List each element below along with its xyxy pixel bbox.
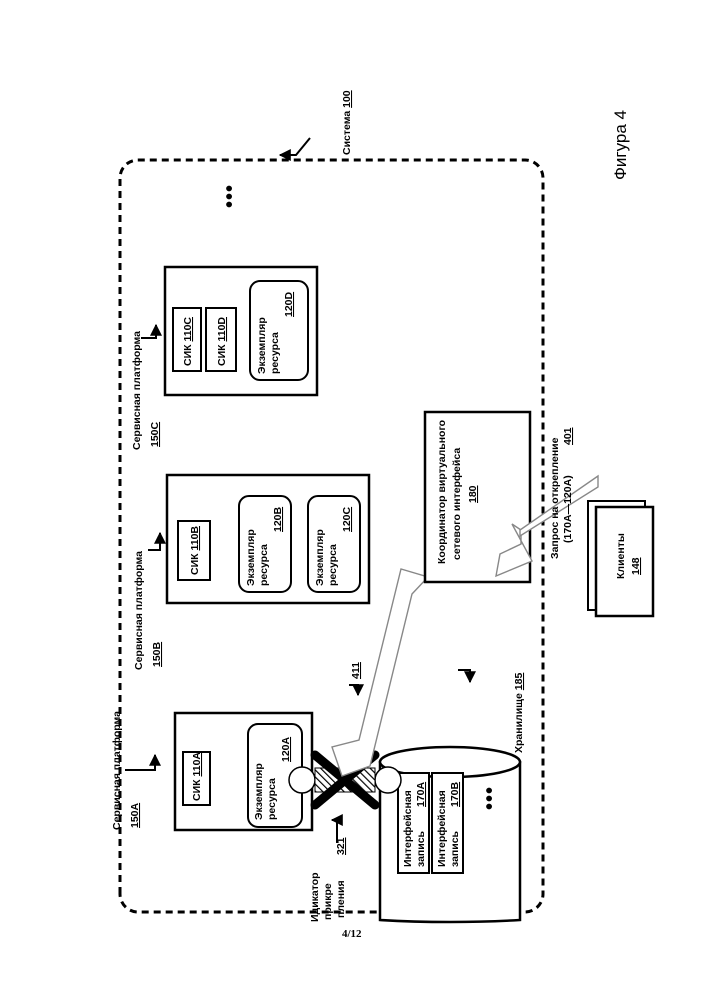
interface-record-170a-line1: Интерфейсная bbox=[402, 790, 414, 867]
system-label: Система 100 bbox=[341, 90, 353, 155]
interface-record-170a-ref: 170A bbox=[415, 781, 427, 807]
platform-b-pointer bbox=[148, 533, 160, 550]
coordinator-line2: сетевого интерфейса bbox=[451, 448, 463, 560]
resource-120b-label2: ресурса bbox=[258, 544, 270, 586]
platform-b-ref: 150B bbox=[151, 641, 163, 667]
platform-b-label: Сервисная платформа bbox=[133, 551, 145, 670]
storage-label: Хранилище 185 bbox=[513, 673, 525, 753]
nic-110a-label: СИК 110A bbox=[191, 752, 203, 801]
resource-120a-label2: ресурса bbox=[266, 778, 278, 820]
platform-a-label: Сервисная платформа bbox=[111, 711, 123, 830]
platform-a-pointer bbox=[125, 755, 155, 770]
indicator-circle-record bbox=[375, 767, 401, 793]
resource-120b-label1: Экземпляр bbox=[245, 529, 257, 586]
interface-record-170a-line2: запись bbox=[415, 830, 427, 867]
indicator-label-1: Идикатор bbox=[309, 872, 321, 922]
arrow-411-pointer bbox=[349, 685, 358, 695]
coordinator-ref: 180 bbox=[467, 485, 479, 503]
interface-record-170b-line1: Интерфейсная bbox=[436, 790, 448, 867]
storage-ellipsis: ••• bbox=[479, 786, 501, 810]
nic-110c-label: СИК 110C bbox=[182, 317, 194, 366]
resource-120c-label2: ресурса bbox=[327, 544, 339, 586]
platform-c-pointer bbox=[141, 325, 156, 338]
arrow-411-ref: 411 bbox=[350, 662, 362, 679]
interface-record-170b-ref: 170B bbox=[449, 781, 461, 807]
more-ellipsis: ••• bbox=[219, 184, 241, 208]
platform-c-label: Сервисная платформа bbox=[131, 331, 143, 450]
resource-120a-ref: 120A bbox=[280, 736, 292, 762]
request-ref: 401 bbox=[562, 427, 574, 445]
resource-120d-ref: 120D bbox=[283, 291, 295, 317]
clients-label: Клиенты bbox=[615, 533, 627, 579]
platform-c-ref: 150C bbox=[149, 421, 161, 447]
request-line1: Запрос на открепление bbox=[549, 437, 561, 559]
nic-110d-label: СИК 110D bbox=[216, 317, 228, 366]
coordinator-line1: Координатор виртуального bbox=[436, 420, 448, 564]
storage-pointer bbox=[458, 670, 470, 682]
request-line2: (170A—120A) bbox=[562, 475, 574, 543]
interface-record-170b-line2: запись bbox=[449, 830, 461, 867]
nic-110b-label: СИК 110B bbox=[189, 526, 201, 575]
resource-120d-label2: ресурса bbox=[269, 332, 281, 374]
indicator-label-3: пления bbox=[335, 880, 347, 918]
resource-120c-label1: Экземпляр bbox=[314, 529, 326, 586]
resource-120d-label1: Экземпляр bbox=[256, 317, 268, 374]
page-number: 4/12 bbox=[342, 928, 362, 940]
resource-120c-ref: 120C bbox=[341, 506, 353, 532]
clients-ref: 148 bbox=[630, 557, 642, 575]
indicator-circle-resource bbox=[289, 767, 315, 793]
platform-a-ref: 150A bbox=[129, 802, 141, 828]
system-pointer-arrow bbox=[280, 138, 310, 155]
figure-label: Фигура 4 bbox=[611, 110, 630, 180]
indicator-label-2: прикре bbox=[322, 883, 334, 920]
resource-120b-ref: 120B bbox=[272, 506, 284, 532]
resource-120a-label1: Экземпляр bbox=[253, 763, 265, 820]
